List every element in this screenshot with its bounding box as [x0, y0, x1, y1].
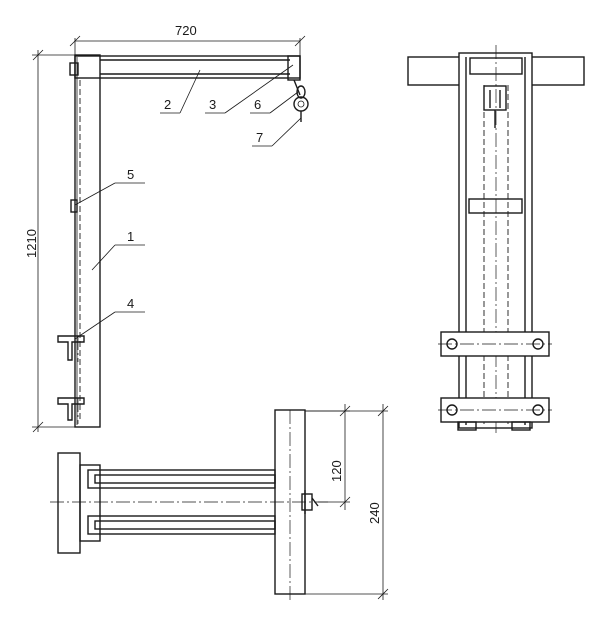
- dimension-1210: 1210: [24, 49, 75, 433]
- callout-5: 5: [127, 167, 134, 182]
- callout-7: 7: [256, 130, 263, 145]
- callout-4: 4: [127, 296, 134, 311]
- dimension-120: 120: [305, 404, 351, 510]
- dimension-240: 240: [305, 404, 389, 600]
- side-view: [57, 54, 309, 428]
- plan-bolt: [301, 490, 319, 514]
- plan-left-flange: [57, 452, 81, 554]
- bracket-5: [70, 199, 78, 213]
- callout-1: 1: [127, 229, 134, 244]
- plan-view: [50, 409, 330, 600]
- vertical-post: [74, 54, 101, 428]
- front-post: [458, 52, 533, 429]
- front-view: [407, 45, 585, 435]
- bracket-4: [57, 335, 85, 421]
- dim-720-label: 720: [175, 23, 197, 38]
- dim-240-label: 240: [367, 502, 382, 524]
- callout-3: 3: [209, 97, 216, 112]
- front-mid-bracket: [468, 198, 523, 214]
- callouts: 2 3 6 7 5 1 4: [74, 64, 302, 340]
- front-lower-plates: [438, 331, 552, 431]
- hook-assembly: [293, 85, 309, 122]
- callout-2: 2: [164, 97, 171, 112]
- front-hook: [483, 85, 507, 128]
- dim-120-label: 120: [329, 460, 344, 482]
- dim-1210-label: 1210: [24, 229, 39, 258]
- callout-6: 6: [254, 97, 261, 112]
- dimension-720: 720: [69, 23, 306, 56]
